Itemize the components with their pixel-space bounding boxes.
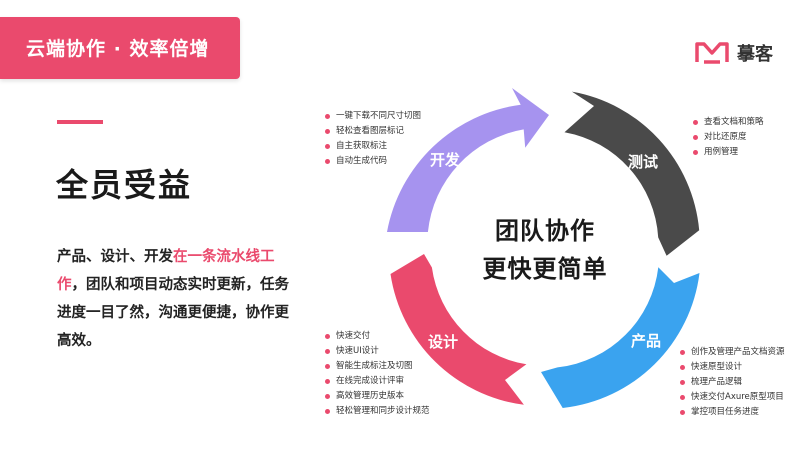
dev-label: 开发 (430, 151, 461, 169)
list-item: 快速UI设计 (325, 344, 430, 359)
list-item: 用例管理 (693, 145, 764, 160)
test-label: 测试 (628, 153, 659, 171)
center-line-1: 团队协作 (495, 217, 595, 245)
center-line-2: 更快更简单 (482, 255, 608, 283)
brand-name: 摹客 (737, 44, 773, 65)
list-item: 高效管理历史版本 (325, 389, 430, 404)
description-text-rest: ，团队和项目动态实时更新，任务进度一目了然，沟通更便捷，协作更高效。 (57, 277, 289, 349)
list-item: 轻松查看图层标记 (325, 124, 421, 139)
center-slogan: 团队协作 更快更简单 (460, 212, 630, 288)
page-heading: 全员受益 (56, 166, 193, 204)
description: 产品、设计、开发在一条流水线工作，团队和项目动态实时更新，任务进度一目了然，沟通… (57, 243, 289, 355)
description-text: 产品、设计、开发 (57, 249, 173, 265)
product-segment (541, 267, 700, 408)
dev-features: 一键下载不同尺寸切图 轻松查看图层标记 自主获取标注 自动生成代码 (325, 109, 421, 169)
list-item: 快速交付 (325, 329, 430, 344)
list-item: 智能生成标注及切图 (325, 359, 430, 374)
description-highlight: 在一条流水线工作 (57, 249, 275, 293)
brand: 摹客 (695, 40, 773, 66)
header-banner: 云端协作 · 效率倍增 (0, 17, 240, 79)
list-item: 掌控项目任务进度 (680, 405, 785, 420)
list-item: 自主获取标注 (325, 139, 421, 154)
product-features: 创作及管理产品文档资源 快速原型设计 梳理产品逻辑 快速交付Axure原型项目 … (680, 345, 785, 420)
list-item: 创作及管理产品文档资源 (680, 345, 785, 360)
list-item: 对比还原度 (693, 130, 764, 145)
test-segment (564, 91, 700, 256)
design-label: 设计 (428, 333, 459, 351)
list-item: 快速交付Axure原型项目 (680, 390, 785, 405)
design-segment (390, 254, 527, 405)
test-features: 查看文档和策略 对比还原度 用例管理 (693, 115, 764, 160)
list-item: 自动生成代码 (325, 154, 421, 169)
list-item: 轻松管理和同步设计规范 (325, 404, 430, 419)
list-item: 快速原型设计 (680, 360, 785, 375)
list-item: 在线完成设计评审 (325, 374, 430, 389)
design-features: 快速交付 快速UI设计 智能生成标注及切图 在线完成设计评审 高效管理历史版本 … (325, 329, 430, 419)
accent-divider (57, 120, 103, 124)
list-item: 查看文档和策略 (693, 115, 764, 130)
list-item: 一键下载不同尺寸切图 (325, 109, 421, 124)
list-item: 梳理产品逻辑 (680, 375, 785, 390)
mockplus-logo-icon (695, 42, 729, 64)
dev-segment (387, 88, 549, 232)
banner-title: 云端协作 · 效率倍增 (26, 38, 210, 60)
product-label: 产品 (631, 332, 662, 350)
